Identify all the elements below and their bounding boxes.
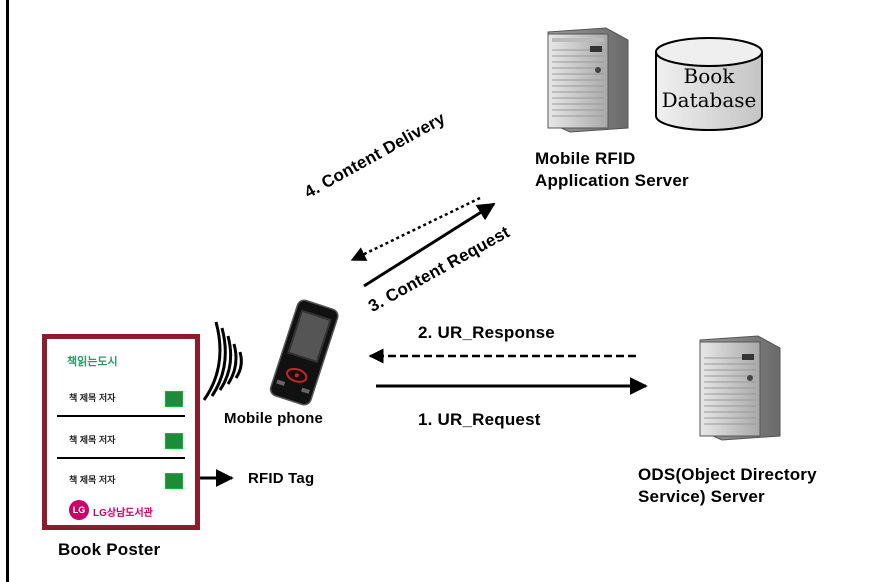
ur-request-label: 1. UR_Request	[418, 410, 541, 429]
poster-row-text: 책 제목 저자	[69, 393, 116, 403]
content-request-arrow	[363, 202, 496, 288]
book-poster-label: Book Poster	[58, 540, 161, 559]
rf-wave-icon	[202, 321, 243, 401]
book-database-label: Book Database	[661, 64, 757, 112]
mobile-phone-icon	[269, 299, 339, 406]
poster-header: 책읽는도시	[67, 356, 118, 368]
lg-logo-icon: LG	[69, 500, 89, 520]
poster-row-text: 책 제목 저자	[69, 475, 116, 485]
poster-row-text: 책 제목 저자	[69, 435, 116, 445]
rfid-tag-label: RFID Tag	[248, 470, 315, 487]
poster-divider	[57, 415, 185, 417]
application-server-icon	[547, 27, 629, 133]
left-border-line	[6, 0, 9, 582]
mobile-phone-label: Mobile phone	[224, 410, 324, 427]
book-database-icon	[655, 37, 763, 131]
ods-server-label: ODS(Object Directory Service) Server	[638, 465, 817, 506]
poster-divider	[57, 457, 185, 459]
ur-response-label: 2. UR_Response	[418, 323, 555, 342]
poster-brand-text: LG상남도서관	[93, 508, 153, 519]
ods-server-icon	[699, 335, 781, 441]
rfid-tag-icon	[165, 433, 183, 449]
rfid-tag-icon	[165, 473, 183, 489]
book-poster: 책읽는도시 책 제목 저자 책 제목 저자 책 제목 저자 LG LG상남도서관	[42, 334, 200, 530]
rfid-tag-icon	[165, 391, 183, 407]
app-server-label: Mobile RFID Application Server	[535, 149, 689, 190]
